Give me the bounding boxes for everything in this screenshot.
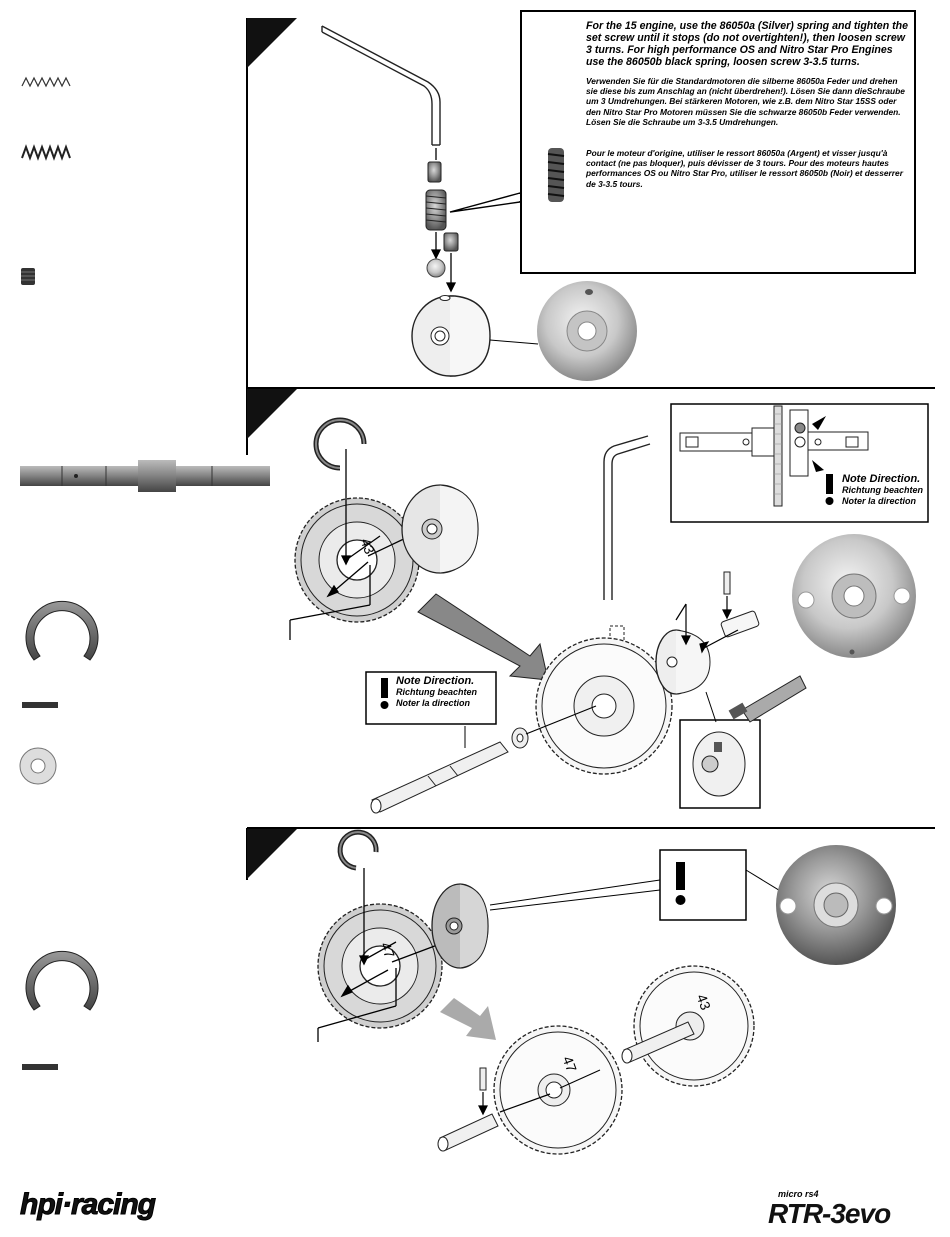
exclamation-icon	[675, 862, 686, 905]
silver-spring-part	[21, 76, 71, 88]
callout-french: Pour le moteur d'origine, utiliser le re…	[586, 148, 903, 189]
exclamation-icon	[825, 474, 834, 505]
exclamation-icon	[380, 678, 389, 709]
e-clip-part	[25, 600, 99, 661]
gear-47-step3	[317, 903, 443, 1029]
callout-german: Verwenden Sie für die Standardmotoren di…	[586, 76, 905, 127]
flywheel-photo-step1	[537, 281, 637, 381]
note-line-2: Richtung beachten	[396, 687, 478, 697]
callout-english: For the 15 engine, use the 86050a (Silve…	[586, 20, 909, 68]
shaft-part	[20, 460, 270, 492]
assembly-arrow	[440, 998, 496, 1040]
e-clip-part	[25, 950, 99, 1011]
set-screw-part	[21, 268, 35, 285]
gear-47-assembled	[493, 1025, 623, 1155]
note-direction-middle: Note Direction. Richtung beachten Noter …	[396, 675, 477, 709]
note-line-3: Noter la direction	[842, 496, 917, 506]
step-frames	[246, 18, 935, 880]
gear-43-assembled	[535, 637, 673, 775]
step-marker-3	[247, 829, 297, 879]
note-direction-top-right: Note Direction. Richtung beachten Noter …	[842, 473, 923, 507]
black-spring-part	[21, 144, 71, 161]
spring-instruction-callout: For the 15 engine, use the 86050a (Silve…	[520, 10, 916, 274]
rtr-3evo-logo: RTR-3evo	[768, 1198, 891, 1229]
assembly-arrow	[417, 593, 549, 681]
thread-lock-tube	[728, 675, 807, 723]
micro-rs4-logo: micro rs4	[778, 1189, 819, 1199]
note-line-2: Richtung beachten	[842, 485, 924, 495]
note-line-3: Noter la direction	[396, 698, 471, 708]
washer-part	[19, 747, 57, 785]
gear-43-step2	[294, 497, 420, 623]
gear-43-assembled-step3	[633, 965, 755, 1087]
pin-part	[22, 702, 58, 708]
shaft-step2	[370, 741, 509, 814]
flywheel-photo-step2	[792, 534, 916, 658]
black-spring-icon	[547, 148, 565, 202]
flywheel-photo-step3	[776, 845, 896, 965]
clutch-bell-step2	[401, 484, 479, 574]
clutch-flywheel-step1	[411, 295, 491, 377]
allen-wrench	[321, 25, 441, 146]
flywheel-step3	[431, 883, 489, 969]
spring-step1	[425, 189, 447, 231]
hpi-racing-logo: hpi·racing	[19, 1188, 156, 1222]
pin-part	[22, 1064, 58, 1070]
note-line-1: Note Direction.	[842, 473, 921, 485]
note-line-1: Note Direction.	[396, 675, 475, 687]
step-marker-1	[247, 18, 297, 68]
step-marker-2	[247, 389, 297, 439]
warning-box	[659, 849, 747, 921]
